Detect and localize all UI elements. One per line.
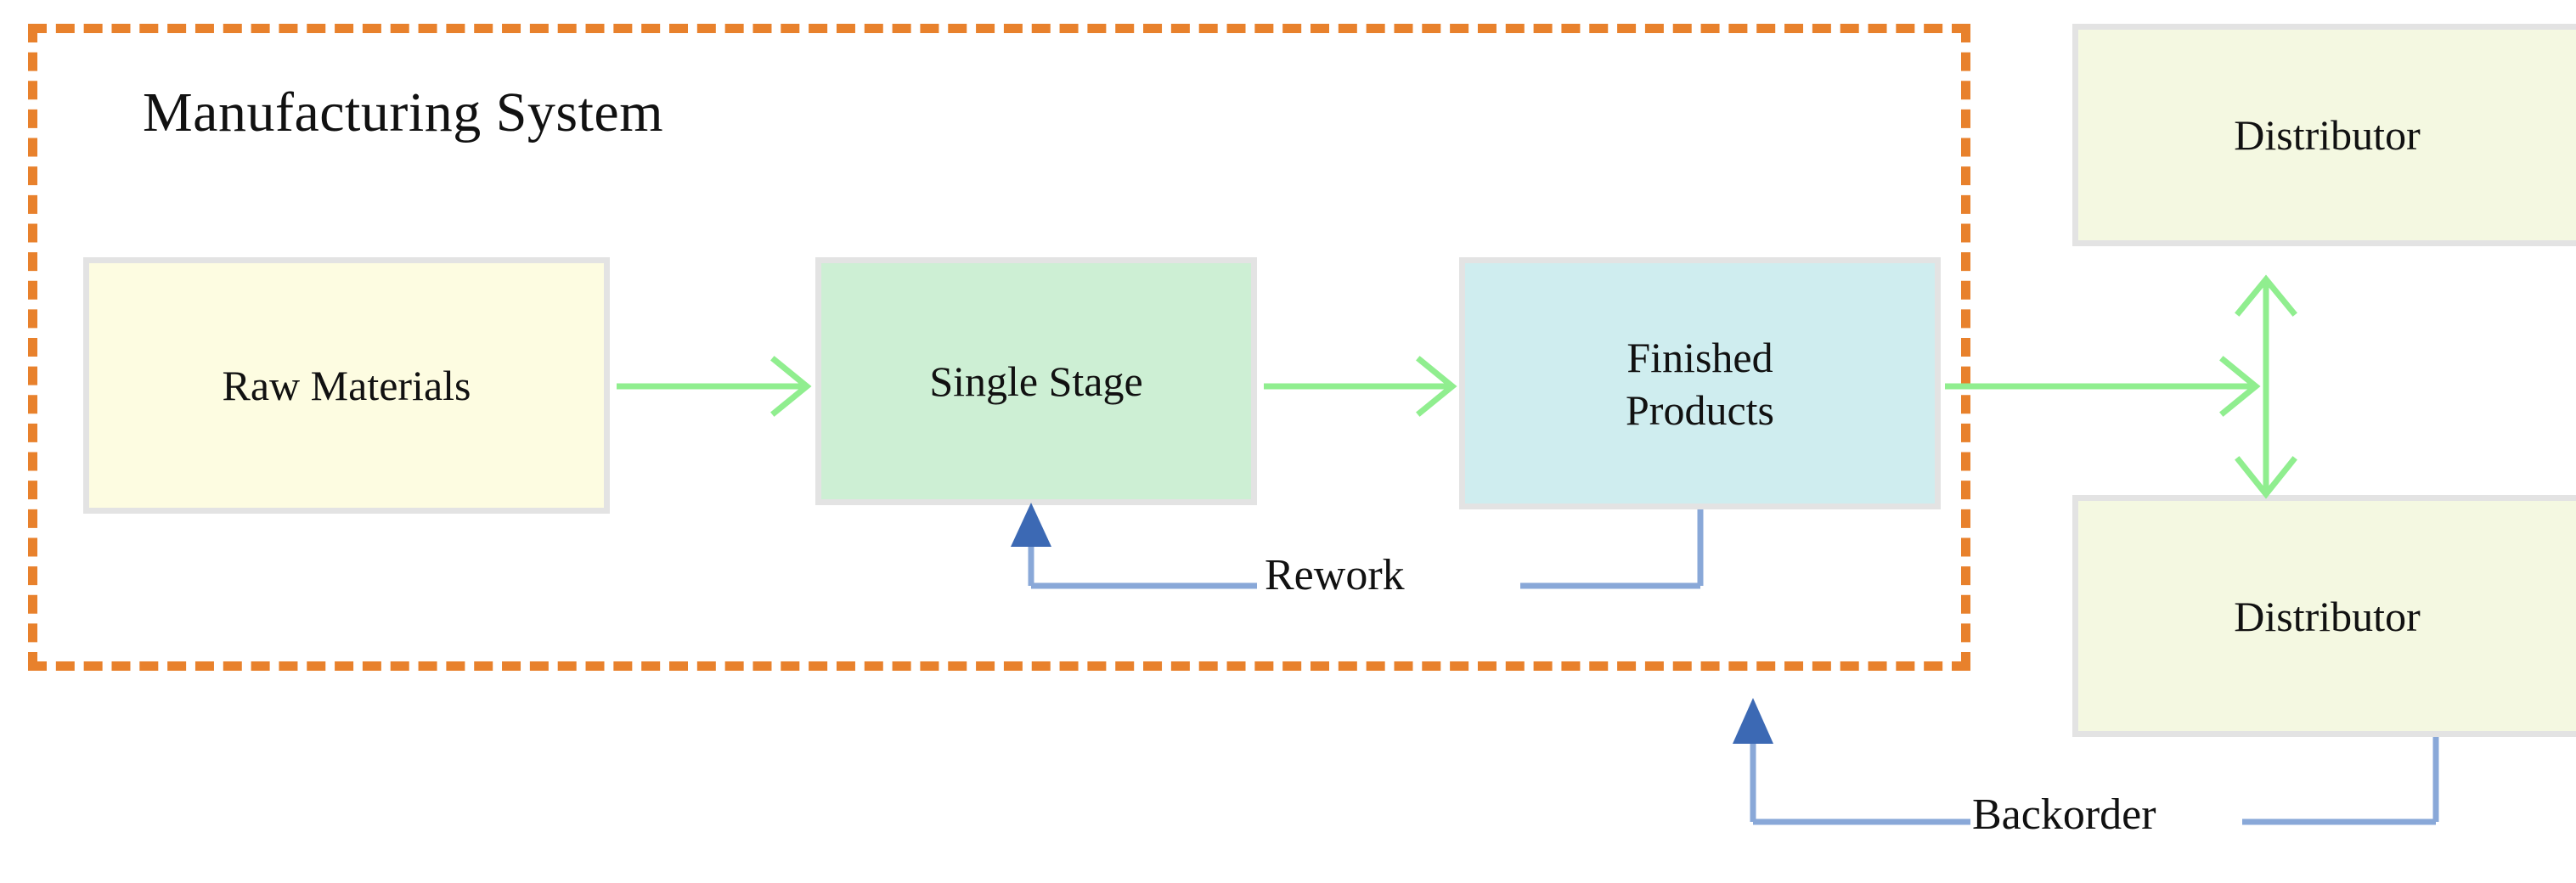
backorder-arrowhead	[1733, 698, 1773, 744]
node-raw-materials[interactable]: Raw Materials	[83, 257, 610, 514]
node-finished-products-label-line1: Finished	[1626, 333, 1773, 381]
node-distributor-bottom-label: Distributor	[2234, 592, 2421, 640]
arrow-single-stage-to-finished-products	[1264, 356, 1457, 417]
system-title: Manufacturing System	[143, 82, 664, 143]
node-finished-products-label-line2: Products	[1626, 385, 1774, 434]
connector-rework	[1011, 503, 1704, 589]
node-distributor-bottom[interactable]: Distributor	[2072, 495, 2576, 737]
connector-backorder	[1733, 698, 2439, 825]
node-finished-products-label: Finished Products	[1626, 331, 1774, 436]
connector-label-backorder: Backorder	[1972, 790, 2156, 839]
node-single-stage-label: Single Stage	[929, 357, 1143, 405]
arrow-raw-materials-to-single-stage	[617, 356, 812, 417]
arrow-finished-products-to-distribution-hub	[1945, 356, 2261, 417]
manufacturing-system-boundary	[28, 24, 1970, 671]
arrow-hub-to-distributor-bottom	[2235, 386, 2297, 499]
connector-label-rework: Rework	[1265, 551, 1405, 599]
node-raw-materials-label: Raw Materials	[222, 362, 471, 409]
node-distributor-top[interactable]: Distributor	[2072, 24, 2576, 246]
arrow-hub-to-distributor-top	[2235, 274, 2297, 387]
node-distributor-top-label: Distributor	[2234, 111, 2421, 159]
rework-arrowhead	[1011, 503, 1051, 547]
node-finished-products[interactable]: Finished Products	[1459, 257, 1941, 509]
node-single-stage[interactable]: Single Stage	[815, 257, 1257, 505]
